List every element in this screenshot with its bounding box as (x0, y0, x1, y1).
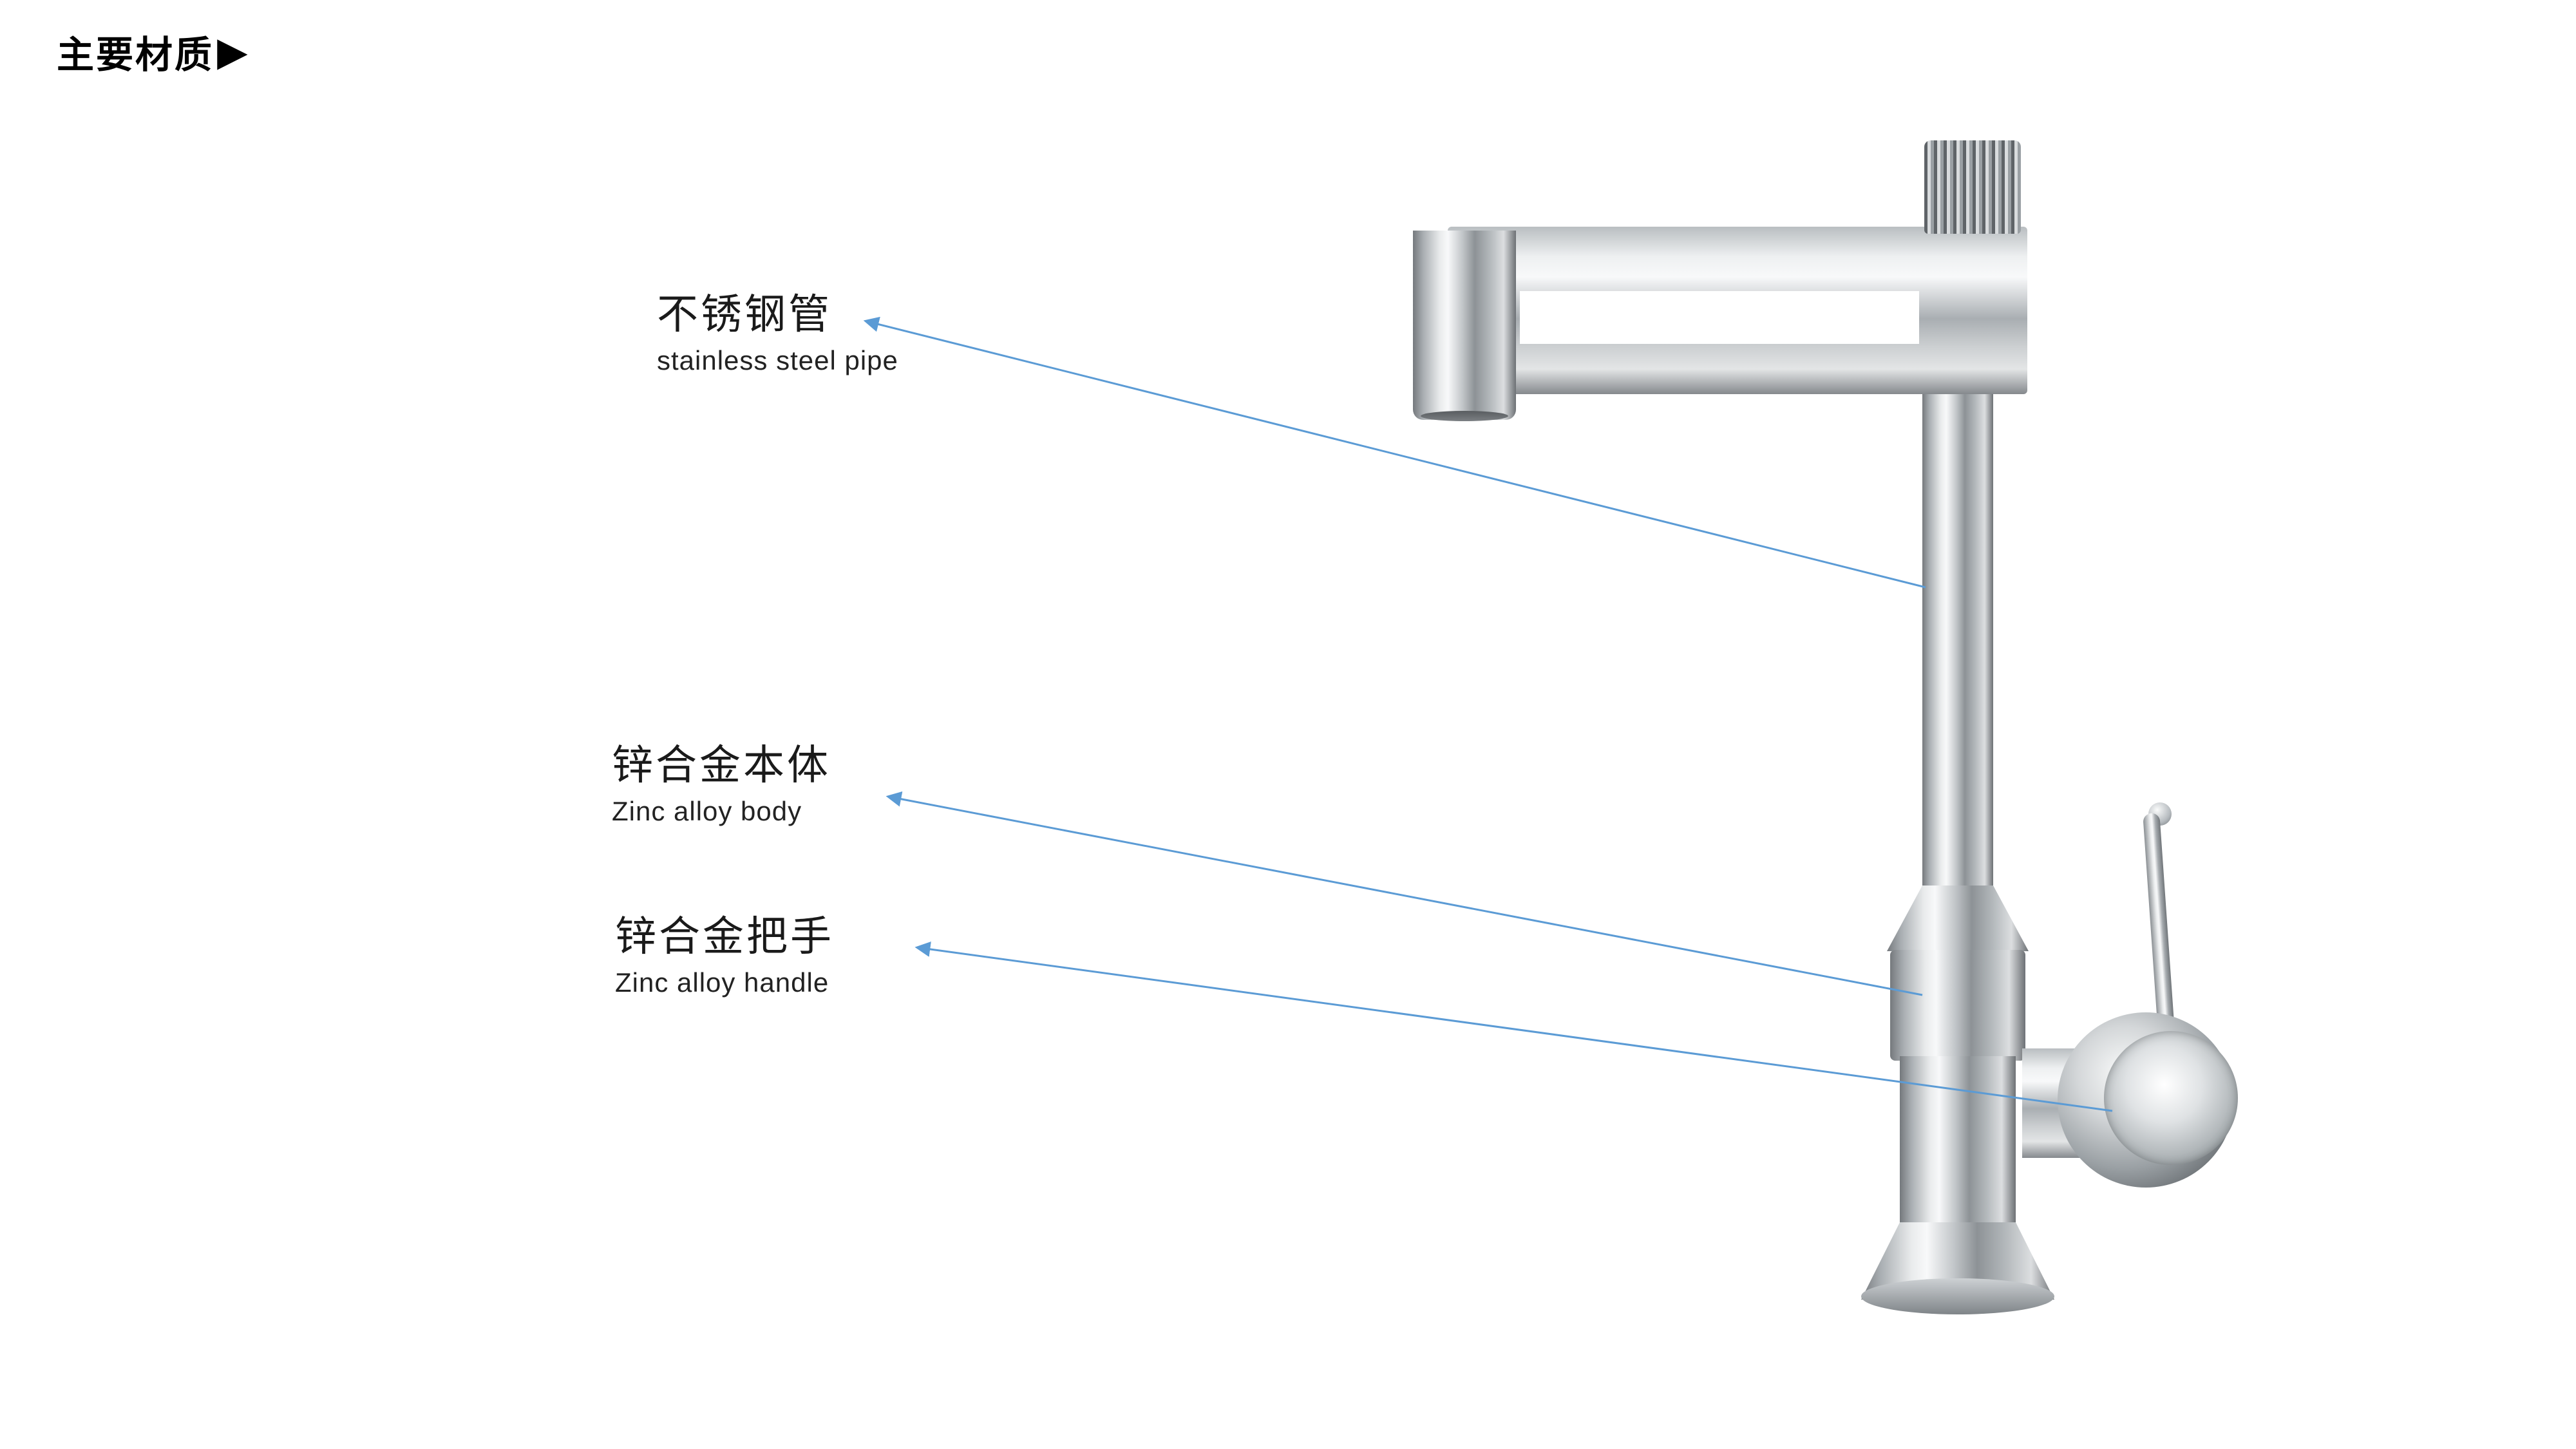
right-arrow-icon: ▶ (218, 31, 249, 73)
faucet-handle-face (2104, 1031, 2238, 1165)
callout-en-label: stainless steel pipe (657, 345, 898, 375)
page-title-text: 主要材质 (57, 34, 214, 76)
callout-zinc-alloy-handle: 锌合金把手 Zinc alloy handle (615, 913, 834, 998)
page-title: 主要材质 ▶ (57, 24, 249, 79)
faucet-spout-arm-gap (1520, 291, 1919, 344)
callout-zh-label: 不锈钢管 (657, 291, 832, 337)
callout-en-label: Zinc alloy body (612, 795, 802, 826)
faucet-body-cone (1887, 886, 2029, 951)
faucet-base-rim (1861, 1278, 2054, 1314)
faucet-body-upper (1890, 950, 2025, 1061)
faucet-body-lower (1900, 1056, 2016, 1229)
callout-zh-label: 锌合金把手 (615, 913, 834, 960)
callout-zh-label: 锌合金本体 (612, 742, 831, 788)
callout-stainless-steel-pipe: 不锈钢管 stainless steel pipe (657, 291, 898, 376)
callout-zinc-alloy-body: 锌合金本体 Zinc alloy body (612, 742, 831, 827)
faucet-top-knob (1924, 140, 2021, 234)
callout-en-label: Zinc alloy handle (615, 967, 829, 998)
faucet-spout-outlet (1421, 411, 1508, 421)
faucet-handle-lever (2143, 812, 2175, 1043)
faucet-spout-head (1413, 231, 1516, 420)
